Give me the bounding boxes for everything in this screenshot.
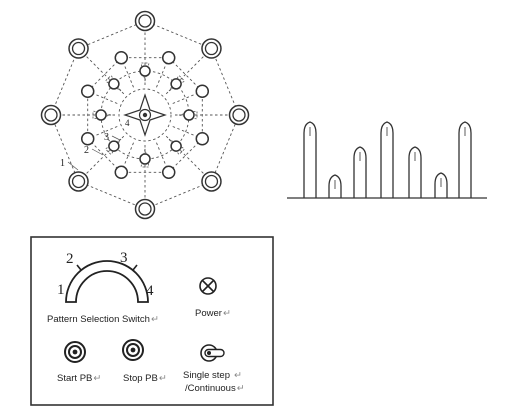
ring-3-leader xyxy=(111,135,121,141)
inner-nozzle xyxy=(139,153,151,165)
return-mark: ↵ xyxy=(223,308,231,319)
middle-nozzle xyxy=(161,165,176,180)
control-panel: 1 2 3 4 Pattern Selection Switch↵ Power↵… xyxy=(30,236,274,406)
return-mark: ↵ xyxy=(237,383,245,394)
inner-nozzle xyxy=(170,140,182,152)
switch-position-3: 3 xyxy=(120,250,128,266)
outer-nozzle xyxy=(201,171,222,192)
middle-nozzle xyxy=(80,131,95,146)
stop-push-button[interactable] xyxy=(122,339,144,361)
outer-nozzle xyxy=(40,104,62,126)
guide-ring-1 xyxy=(118,88,172,142)
middle-nozzle xyxy=(195,131,210,146)
spray-jet xyxy=(328,174,342,198)
inner-nozzle xyxy=(108,78,120,90)
inner-nozzle xyxy=(170,78,182,90)
inner-nozzle xyxy=(108,140,120,152)
return-mark: ↵ xyxy=(234,370,242,381)
stop-pb-label: Stop PB↵ xyxy=(123,373,167,384)
middle-nozzle xyxy=(114,165,129,180)
middle-octagon-guide xyxy=(87,57,203,173)
center-star-nozzle xyxy=(123,93,167,137)
spray-jet xyxy=(380,121,394,198)
outer-nozzle xyxy=(134,10,156,32)
outer-octagon-guide xyxy=(50,20,240,210)
pattern-switch-label: Pattern Selection Switch↵ xyxy=(47,314,159,325)
spray-jet xyxy=(434,172,448,198)
outer-nozzle xyxy=(68,171,89,192)
switch-position-2: 2 xyxy=(66,251,74,267)
spray-jet xyxy=(458,121,472,198)
power-indicator-lamp xyxy=(199,277,217,295)
inner-nozzle xyxy=(95,109,107,121)
middle-nozzle xyxy=(80,84,95,99)
panel-border xyxy=(30,236,274,406)
ring-label-2: 2 xyxy=(84,145,89,156)
outer-nozzle xyxy=(68,38,89,59)
power-label: Power↵ xyxy=(195,308,231,319)
ring-1-leader xyxy=(67,161,79,171)
middle-nozzle xyxy=(114,50,129,65)
spray-jet xyxy=(303,121,317,198)
single-step-continuous-selector[interactable] xyxy=(200,344,225,362)
middle-nozzle xyxy=(195,84,210,99)
middle-nozzle xyxy=(161,50,176,65)
ring-label-3: 3 xyxy=(104,132,109,143)
inner-nozzle xyxy=(139,65,151,77)
return-mark: ↵ xyxy=(159,373,167,384)
switch-position-4: 4 xyxy=(146,283,154,299)
mode-label-line1: Single step↵ xyxy=(183,370,242,381)
switch-arc-body xyxy=(65,260,149,303)
outer-nozzle xyxy=(228,104,250,126)
inner-nozzle xyxy=(183,109,195,121)
ring-2-leader xyxy=(91,148,104,156)
switch-tick-2 xyxy=(76,264,82,271)
return-mark: ↵ xyxy=(151,314,159,325)
outer-nozzle xyxy=(134,198,156,220)
spray-jet xyxy=(353,146,367,198)
spray-jet xyxy=(408,146,422,198)
switch-tick-3 xyxy=(132,264,138,271)
start-push-button[interactable] xyxy=(64,341,86,363)
outer-nozzle xyxy=(201,38,222,59)
return-mark: ↵ xyxy=(93,373,101,384)
mode-label-line2: /Continuous↵ xyxy=(185,383,245,394)
ring-label-1: 1 xyxy=(60,158,65,169)
fountain-layout-diagram: 1 2 3 4 xyxy=(40,10,250,220)
ring-label-4: 4 xyxy=(125,118,130,128)
spray-height-profile xyxy=(287,121,487,199)
switch-position-1: 1 xyxy=(57,282,65,298)
start-pb-label: Start PB↵ xyxy=(57,373,101,384)
pattern-selection-switch[interactable] xyxy=(65,260,149,303)
